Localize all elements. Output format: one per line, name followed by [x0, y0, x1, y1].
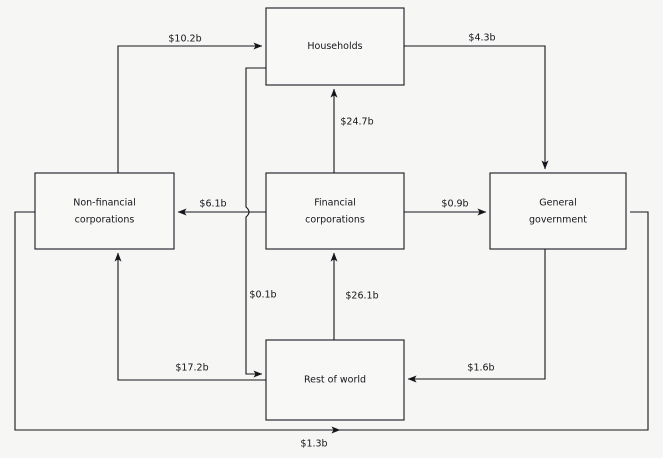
- flow-arrow-row-to-nfc: [114, 252, 266, 381]
- node-rest-of-world-box[interactable]: [265, 339, 405, 421]
- node-nonfinancial-corporations-box[interactable]: [34, 172, 175, 250]
- flow-financial-to-nfc: $6.1b: [177, 199, 266, 216]
- node-nonfinancial-corporations-label-line2: corporations: [75, 215, 135, 226]
- node-general-government[interactable]: General government: [489, 172, 627, 250]
- node-financial-corporations-box[interactable]: [265, 172, 405, 250]
- node-nonfinancial-corporations-label-line1: Non-financial: [73, 198, 136, 209]
- flow-label-government-to-row: $1.6b: [467, 363, 494, 374]
- flow-arrow-households-to-government: [404, 45, 549, 170]
- flow-nfc-to-households: $10.2b: [117, 34, 263, 173]
- node-households-label: Households: [307, 41, 362, 52]
- node-general-government-label-line1: General: [539, 198, 576, 209]
- flow-label-nfc-to-households: $10.2b: [168, 34, 201, 45]
- flow-financial-to-households: $24.7b: [330, 88, 374, 173]
- node-households-box[interactable]: [265, 7, 405, 86]
- node-financial-corporations[interactable]: Financial corporations: [265, 172, 405, 250]
- flow-row-to-nfc: $17.2b: [114, 252, 266, 381]
- node-nonfinancial-corporations[interactable]: Non-financial corporations: [34, 172, 175, 250]
- node-rest-of-world-label: Rest of world: [304, 375, 366, 386]
- flow-households-to-row: $0.1b: [245, 67, 277, 378]
- node-general-government-label-line2: government: [529, 215, 587, 226]
- flow-government-to-row: $1.6b: [407, 249, 546, 383]
- flow-label-nfc-to-government: $1.3b: [300, 439, 327, 450]
- flow-label-financial-to-government: $0.9b: [441, 199, 468, 210]
- flow-arrow-households-to-row: [245, 67, 266, 378]
- node-financial-corporations-label-line2: corporations: [305, 215, 365, 226]
- flow-row-to-financial: $26.1b: [330, 252, 379, 340]
- node-financial-corporations-label-line1: Financial: [314, 198, 356, 209]
- flow-households-to-government: $4.3b: [404, 33, 549, 170]
- flow-label-row-to-nfc: $17.2b: [175, 363, 208, 374]
- flow-arrow-nfc-to-households: [117, 42, 263, 173]
- flow-label-households-to-row: $0.1b: [249, 290, 276, 301]
- node-general-government-box[interactable]: [489, 172, 627, 250]
- node-households[interactable]: Households: [265, 7, 405, 86]
- flow-nfc-to-government: $1.3b: [14, 211, 649, 450]
- flow-label-households-to-government: $4.3b: [468, 33, 495, 44]
- flow-arrow-government-to-row: [407, 249, 546, 383]
- flow-label-row-to-financial: $26.1b: [345, 291, 378, 302]
- flow-label-financial-to-households: $24.7b: [340, 117, 373, 128]
- flow-financial-to-government: $0.9b: [404, 199, 487, 216]
- node-rest-of-world[interactable]: Rest of world: [265, 339, 405, 421]
- flow-label-financial-to-nfc: $6.1b: [199, 199, 226, 210]
